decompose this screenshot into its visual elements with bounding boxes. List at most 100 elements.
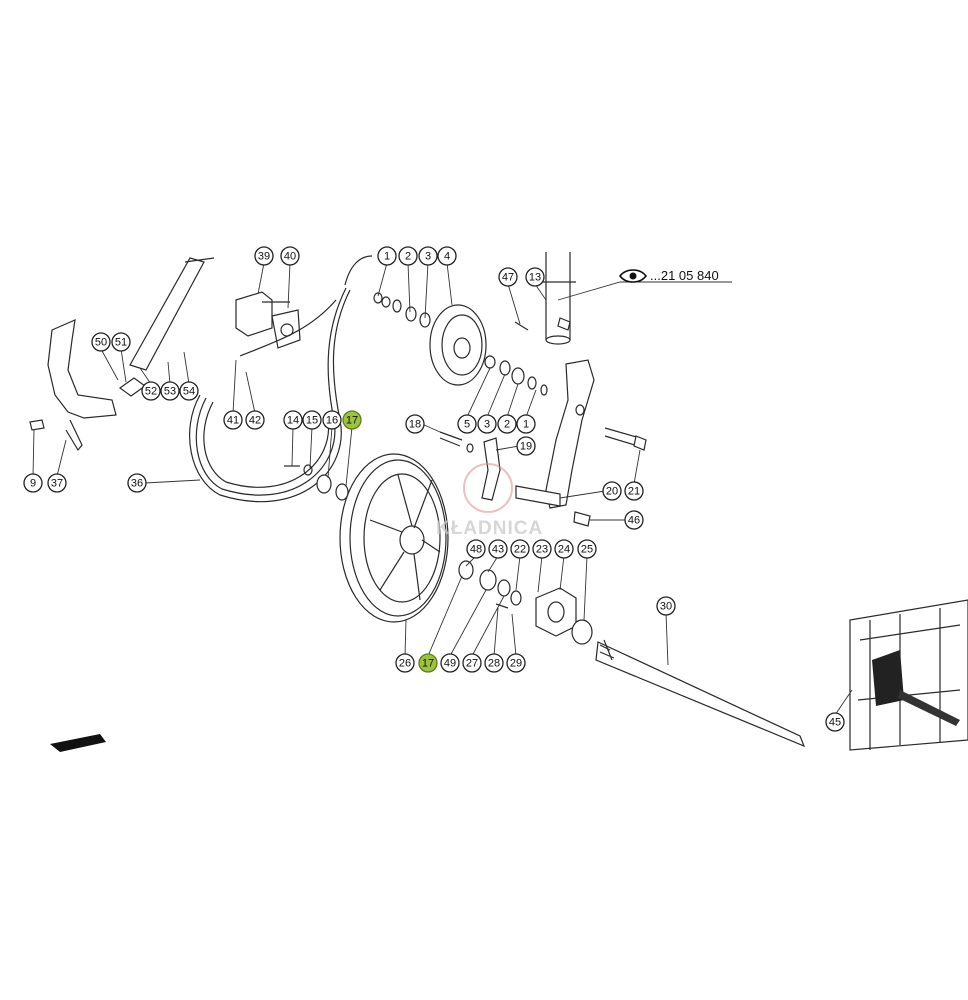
- callout-part-54[interactable]: 54: [179, 381, 199, 401]
- callout-circle: [245, 410, 265, 430]
- callout-number: 24: [558, 544, 570, 556]
- callout-number: 18: [409, 419, 421, 431]
- callout-part-48[interactable]: 48: [466, 539, 486, 559]
- machine-inset-part-45: [849, 599, 968, 751]
- callout-number: 47: [502, 272, 514, 284]
- callout-circle: [488, 539, 508, 559]
- bearing-set: [458, 560, 593, 645]
- v-belt-part-36: [189, 255, 373, 503]
- callout-part-40[interactable]: 40: [280, 246, 300, 266]
- callout-number: 40: [284, 251, 296, 263]
- callout-circle: [377, 246, 397, 266]
- watermark-text: KŁADNICA: [436, 518, 543, 539]
- callout-circle: [47, 473, 67, 493]
- callout-number: 9: [30, 478, 36, 490]
- callout-number: 36: [131, 478, 143, 490]
- callout-part-23[interactable]: 23: [532, 539, 552, 559]
- callout-part-19[interactable]: 19: [516, 436, 536, 456]
- callout-number: 3: [425, 251, 431, 263]
- callout-part-43[interactable]: 43: [488, 539, 508, 559]
- callout-part-9[interactable]: 9: [23, 473, 43, 493]
- callout-part-2[interactable]: 2: [398, 246, 418, 266]
- callout-circle: [484, 653, 504, 673]
- callout-part-24[interactable]: 24: [554, 539, 574, 559]
- callout-number: 27: [466, 658, 478, 670]
- callout-part-30[interactable]: 30: [656, 596, 676, 616]
- drive-shaft-part-30: [595, 639, 806, 748]
- callout-part-3[interactable]: 3: [477, 414, 497, 434]
- callout-part-28[interactable]: 28: [484, 653, 504, 673]
- callout-part-13[interactable]: 13: [525, 267, 545, 287]
- callout-number: 30: [660, 601, 672, 613]
- callout-part-37[interactable]: 37: [47, 473, 67, 493]
- callout-number: 45: [829, 717, 841, 729]
- callout-part-21[interactable]: 21: [624, 481, 644, 501]
- callout-part-25[interactable]: 25: [577, 539, 597, 559]
- callout-part-27[interactable]: 27: [462, 653, 482, 673]
- callout-part-41[interactable]: 41: [223, 410, 243, 430]
- callout-part-26[interactable]: 26: [395, 653, 415, 673]
- callout-part-22[interactable]: 22: [510, 539, 530, 559]
- direction-arrow: [50, 734, 106, 752]
- callout-part-53[interactable]: 53: [160, 381, 180, 401]
- callout-number: 20: [606, 486, 618, 498]
- callout-circle: [602, 481, 622, 501]
- callout-number: 21: [628, 486, 640, 498]
- callout-part-2[interactable]: 2: [497, 414, 517, 434]
- callout-circle: [437, 246, 457, 266]
- callout-part-16[interactable]: 16: [322, 410, 342, 430]
- callout-part-3[interactable]: 3: [418, 246, 438, 266]
- callout-circle: [418, 246, 438, 266]
- callout-circle: [322, 410, 342, 430]
- callout-part-5[interactable]: 5: [457, 414, 477, 434]
- callout-circle: [825, 712, 845, 732]
- callout-part-42[interactable]: 42: [245, 410, 265, 430]
- callout-circle: [577, 539, 597, 559]
- callout-part-18[interactable]: 18: [405, 414, 425, 434]
- callout-part-17-highlighted[interactable]: 17: [342, 410, 362, 430]
- callout-number: 22: [514, 544, 526, 556]
- callout-part-14[interactable]: 14: [283, 410, 303, 430]
- callout-circle: [457, 414, 477, 434]
- callout-part-29[interactable]: 29: [506, 653, 526, 673]
- callout-number: 2: [504, 419, 510, 431]
- callout-number: 5: [464, 419, 470, 431]
- callout-part-20[interactable]: 20: [602, 481, 622, 501]
- callout-part-52[interactable]: 52: [141, 381, 161, 401]
- callout-circle: [223, 410, 243, 430]
- frame-strut: [118, 257, 215, 397]
- callout-circle: [179, 381, 199, 401]
- idler-pulley-part-4: [373, 292, 487, 386]
- callout-part-45[interactable]: 45: [825, 712, 845, 732]
- callout-part-1[interactable]: 1: [516, 414, 536, 434]
- callout-circle: [466, 539, 486, 559]
- callout-part-4[interactable]: 4: [437, 246, 457, 266]
- callout-number: 23: [536, 544, 548, 556]
- callout-part-1[interactable]: 1: [377, 246, 397, 266]
- callout-part-46[interactable]: 46: [624, 510, 644, 530]
- callout-part-36[interactable]: 36: [127, 473, 147, 493]
- callout-circle: [624, 510, 644, 530]
- callout-part-49[interactable]: 49: [440, 653, 460, 673]
- callout-circle: [506, 653, 526, 673]
- callout-circle: [302, 410, 322, 430]
- callout-number: 1: [384, 251, 390, 263]
- main-pulley-part-26: [339, 453, 449, 623]
- callout-circle: [111, 332, 131, 352]
- callout-part-39[interactable]: 39: [254, 246, 274, 266]
- callout-number: 39: [258, 251, 270, 263]
- callout-circle: [477, 414, 497, 434]
- callout-circle: [462, 653, 482, 673]
- callout-part-50[interactable]: 50: [91, 332, 111, 352]
- callout-part-15[interactable]: 15: [302, 410, 322, 430]
- callout-part-17-highlighted[interactable]: 17: [418, 653, 438, 673]
- vertical-shaft-part-13: [514, 252, 576, 345]
- callout-part-47[interactable]: 47: [498, 267, 518, 287]
- callout-part-51[interactable]: 51: [111, 332, 131, 352]
- callout-number: 51: [115, 337, 127, 349]
- callout-number: 3: [484, 419, 490, 431]
- collar-set: [284, 464, 349, 501]
- callout-circle: [516, 436, 536, 456]
